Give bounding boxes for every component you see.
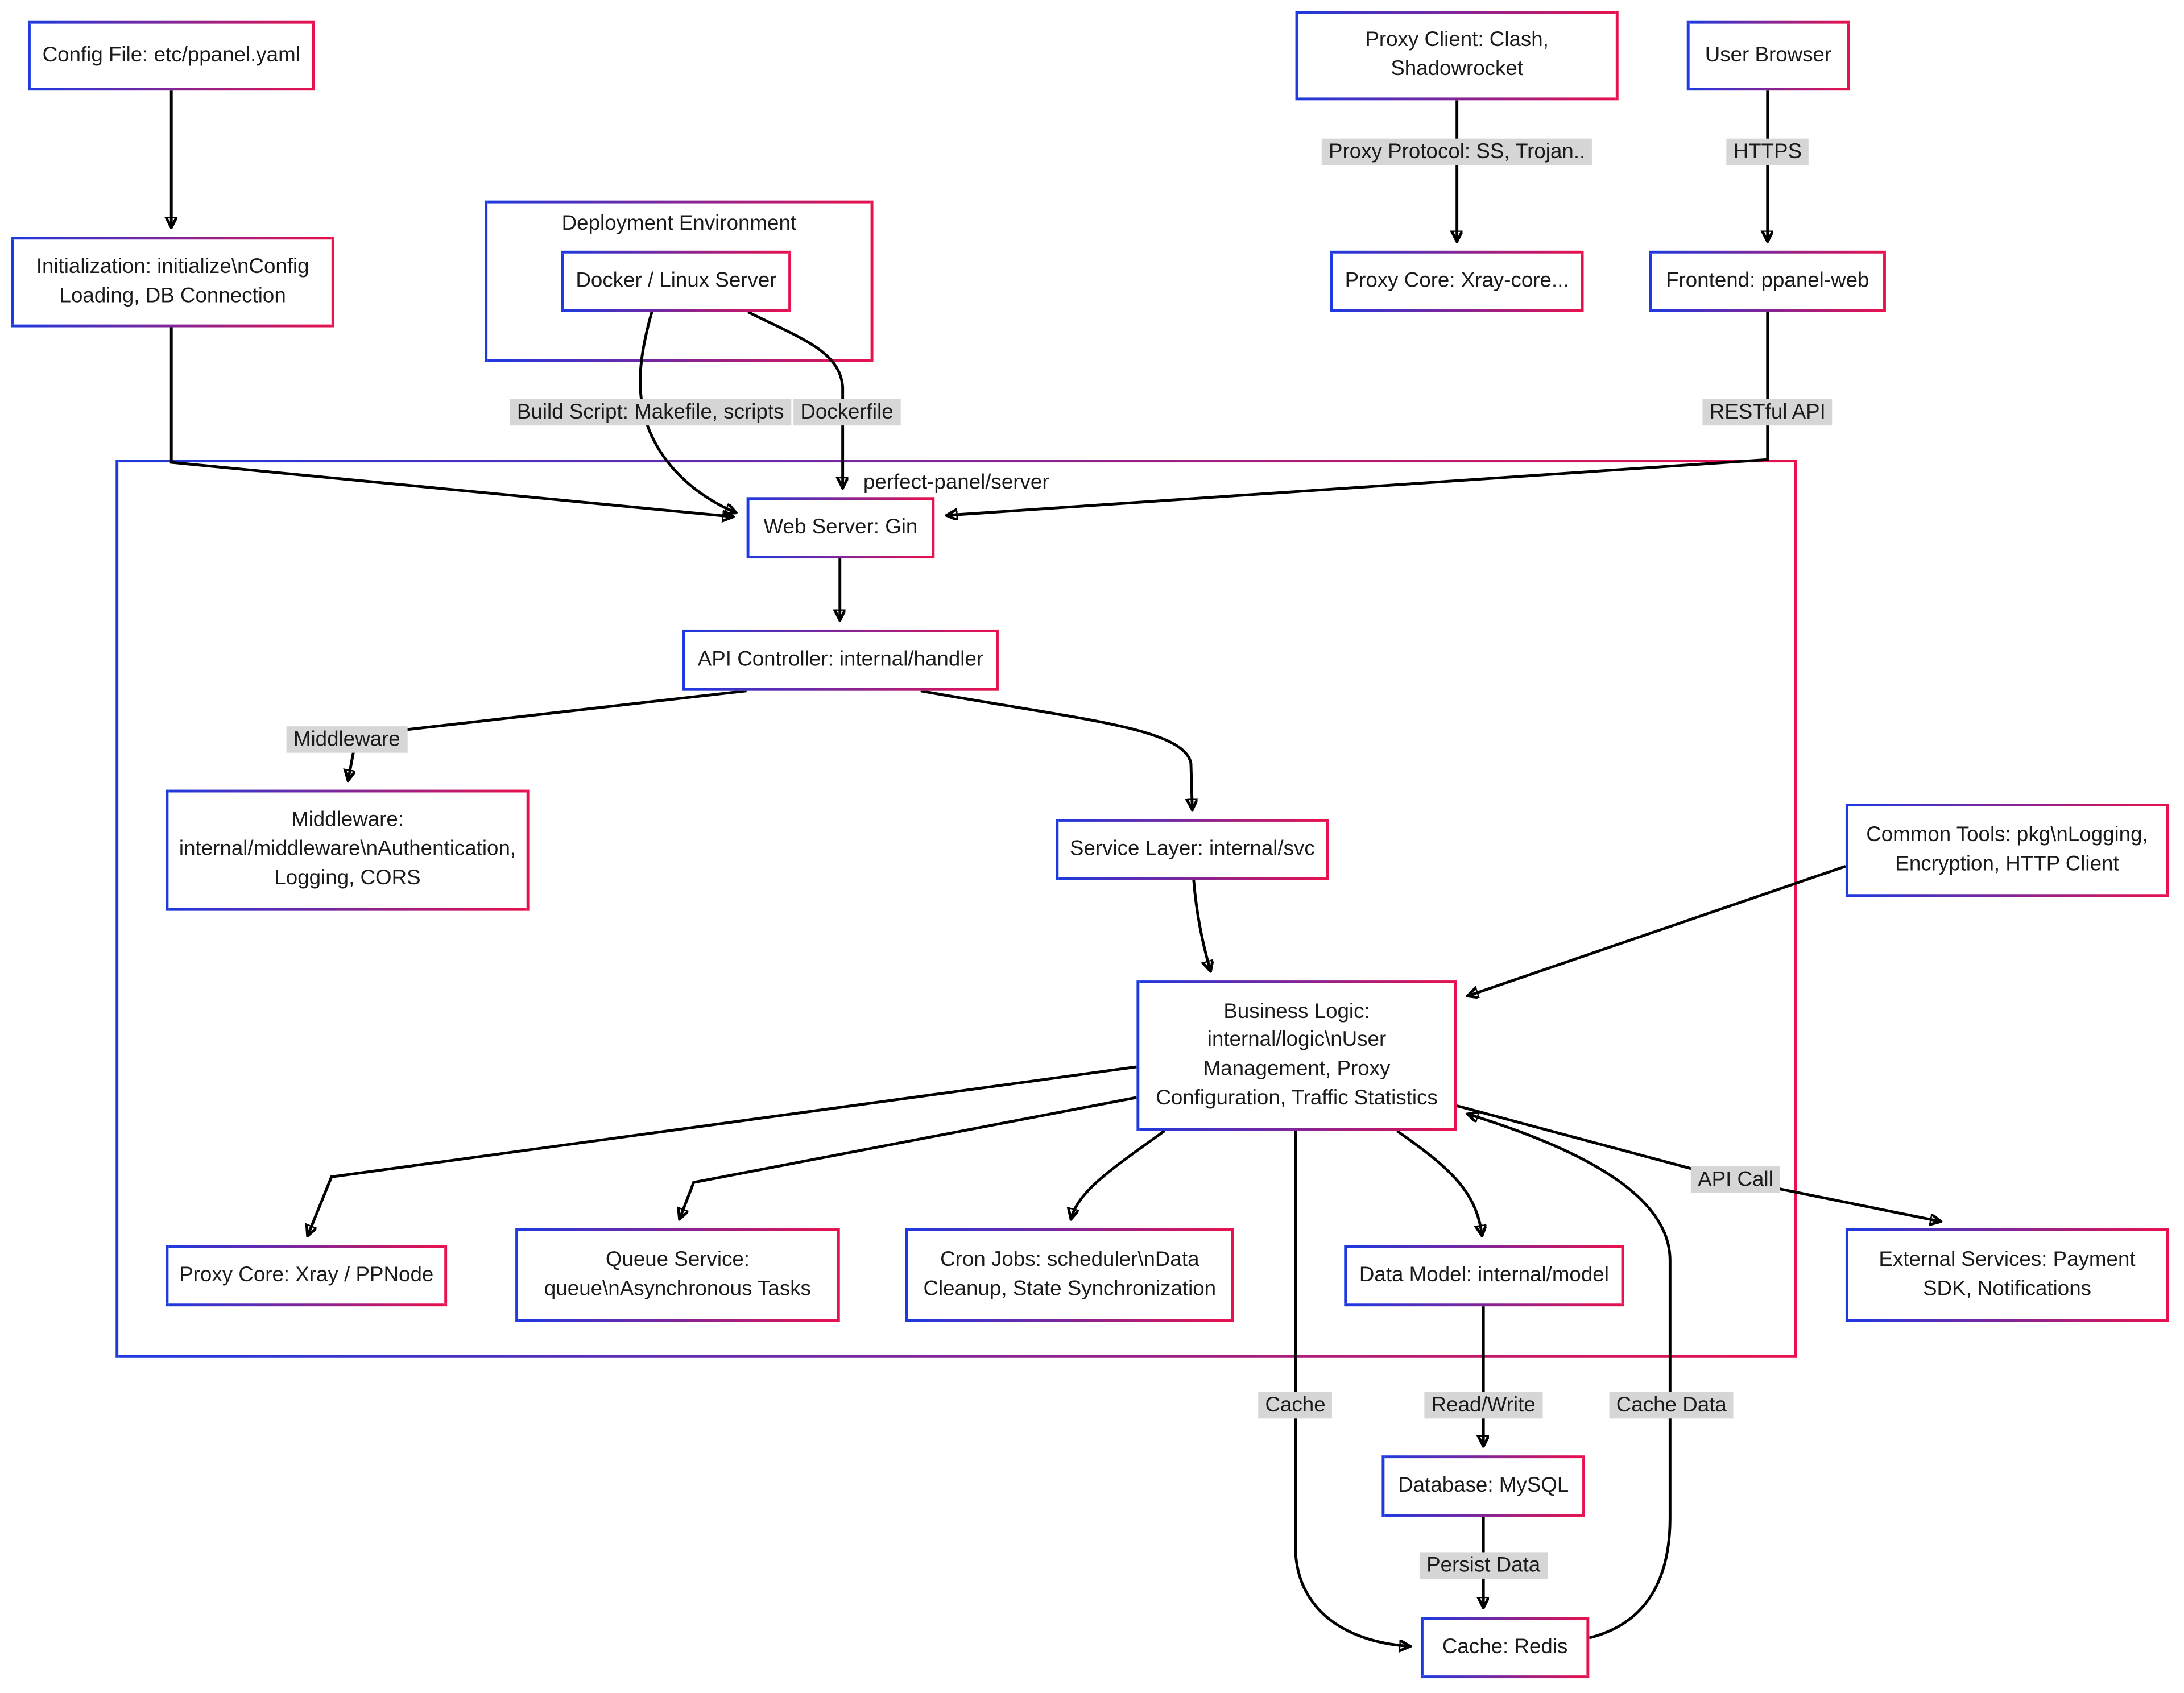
node-user-browser: User Browser bbox=[1686, 20, 1850, 91]
node-external-services: External Services: Payment SDK, Notifica… bbox=[1845, 1228, 2169, 1322]
node-external-services-label: External Services: Payment SDK, Notifica… bbox=[1879, 1247, 2136, 1301]
node-initialization: Initialization: initialize\nConfig Loadi… bbox=[11, 237, 334, 328]
node-service-layer: Service Layer: internal/svc bbox=[1056, 819, 1329, 880]
edge-label-restful-api: RESTful API bbox=[1702, 399, 1833, 426]
node-config-file: Config File: etc/ppanel.yaml bbox=[27, 20, 315, 91]
node-cache-redis: Cache: Redis bbox=[1420, 1617, 1590, 1679]
node-web-server-label: Web Server: Gin bbox=[763, 515, 918, 539]
node-data-model: Data Model: internal/model bbox=[1344, 1245, 1624, 1307]
edge-businesslogic-to-proxycorenode bbox=[308, 1065, 1137, 1235]
edge-apicontroller-to-middleware bbox=[348, 689, 747, 780]
edge-label-proxy-protocol: Proxy Protocol: SS, Trojan.. bbox=[1321, 138, 1592, 165]
edge-label-persist-data: Persist Data bbox=[1419, 1552, 1548, 1579]
edge-cacheredis-to-businesslogic bbox=[1468, 1114, 1672, 1640]
node-initialization-label: Initialization: initialize\nConfig Loadi… bbox=[36, 254, 309, 308]
edge-frontend-to-webserver bbox=[947, 312, 1769, 516]
node-database-mysql: Database: MySQL bbox=[1381, 1455, 1585, 1517]
edge-label-build-script: Build Script: Makefile, scripts bbox=[510, 399, 791, 426]
edge-apicontroller-to-servicelayer bbox=[920, 689, 1193, 809]
node-middleware: Middleware: internal/middleware\nAuthent… bbox=[166, 789, 530, 911]
node-business-logic: Business Logic: internal/logic\nUser Man… bbox=[1136, 980, 1457, 1131]
node-config-file-label: Config File: etc/ppanel.yaml bbox=[42, 43, 300, 67]
node-proxy-core-xray: Proxy Core: Xray-core... bbox=[1330, 250, 1584, 312]
node-frontend: Frontend: ppanel-web bbox=[1649, 250, 1886, 312]
node-proxy-client-label: Proxy Client: Clash, Shadowrocket bbox=[1365, 28, 1549, 81]
edge-label-dockerfile: Dockerfile bbox=[793, 399, 900, 426]
node-database-mysql-label: Database: MySQL bbox=[1398, 1473, 1569, 1497]
edge-commontools-to-businesslogic bbox=[1468, 864, 1846, 996]
node-docker-server-label: Docker / Linux Server bbox=[576, 268, 777, 292]
edge-docker-dockerfile-to-webserver bbox=[747, 311, 843, 488]
node-user-browser-label: User Browser bbox=[1705, 43, 1832, 67]
deployment-environment-container: Deployment Environment bbox=[485, 200, 874, 362]
edge-label-middleware: Middleware bbox=[286, 726, 407, 753]
node-common-tools-label: Common Tools: pkg\nLogging, Encryption, … bbox=[1866, 822, 2148, 876]
node-docker-server: Docker / Linux Server bbox=[561, 250, 792, 312]
node-queue-service: Queue Service: queue\nAsynchronous Tasks bbox=[515, 1228, 840, 1322]
node-api-controller: API Controller: internal/handler bbox=[682, 629, 999, 691]
edge-label-https: HTTPS bbox=[1726, 138, 1809, 165]
node-middleware-label: Middleware: internal/middleware\nAuthent… bbox=[179, 808, 516, 890]
edge-initialization-to-webserver bbox=[169, 327, 733, 517]
node-proxy-client: Proxy Client: Clash, Shadowrocket bbox=[1295, 11, 1619, 101]
edge-label-read-write: Read/Write bbox=[1424, 1392, 1542, 1419]
node-web-server: Web Server: Gin bbox=[746, 497, 935, 559]
edge-label-api-call: API Call bbox=[1690, 1166, 1781, 1193]
edge-label-cache: Cache bbox=[1258, 1392, 1333, 1419]
node-queue-service-label: Queue Service: queue\nAsynchronous Tasks bbox=[544, 1247, 811, 1301]
edge-businesslogic-to-cacheredis bbox=[1294, 1131, 1410, 1646]
node-cron-jobs: Cron Jobs: scheduler\nData Cleanup, Stat… bbox=[905, 1228, 1234, 1322]
edge-businesslogic-to-datamodel bbox=[1396, 1129, 1482, 1236]
node-common-tools: Common Tools: pkg\nLogging, Encryption, … bbox=[1845, 804, 2169, 897]
node-proxy-core-node-label: Proxy Core: Xray / PPNode bbox=[179, 1262, 434, 1287]
edge-businesslogic-to-cronjobs bbox=[1071, 1129, 1165, 1219]
edge-businesslogic-to-externalservices bbox=[1457, 1104, 1941, 1222]
server-container-label: perfect-panel/server bbox=[863, 470, 1049, 495]
node-proxy-core-xray-label: Proxy Core: Xray-core... bbox=[1345, 268, 1569, 292]
deployment-environment-label: Deployment Environment bbox=[561, 212, 797, 235]
node-frontend-label: Frontend: ppanel-web bbox=[1666, 268, 1869, 292]
node-service-layer-label: Service Layer: internal/svc bbox=[1069, 837, 1315, 860]
node-data-model-label: Data Model: internal/model bbox=[1359, 1262, 1609, 1287]
node-cron-jobs-label: Cron Jobs: scheduler\nData Cleanup, Stat… bbox=[923, 1247, 1217, 1301]
edge-businesslogic-to-queueservice bbox=[680, 1096, 1137, 1219]
edge-servicelayer-to-businesslogic bbox=[1192, 880, 1210, 971]
node-api-controller-label: API Controller: internal/handler bbox=[697, 647, 984, 671]
edge-label-cache-data: Cache Data bbox=[1609, 1392, 1734, 1419]
node-proxy-core-node: Proxy Core: Xray / PPNode bbox=[166, 1245, 448, 1307]
node-business-logic-label: Business Logic: internal/logic\nUser Man… bbox=[1156, 999, 1438, 1110]
node-cache-redis-label: Cache: Redis bbox=[1442, 1634, 1568, 1658]
